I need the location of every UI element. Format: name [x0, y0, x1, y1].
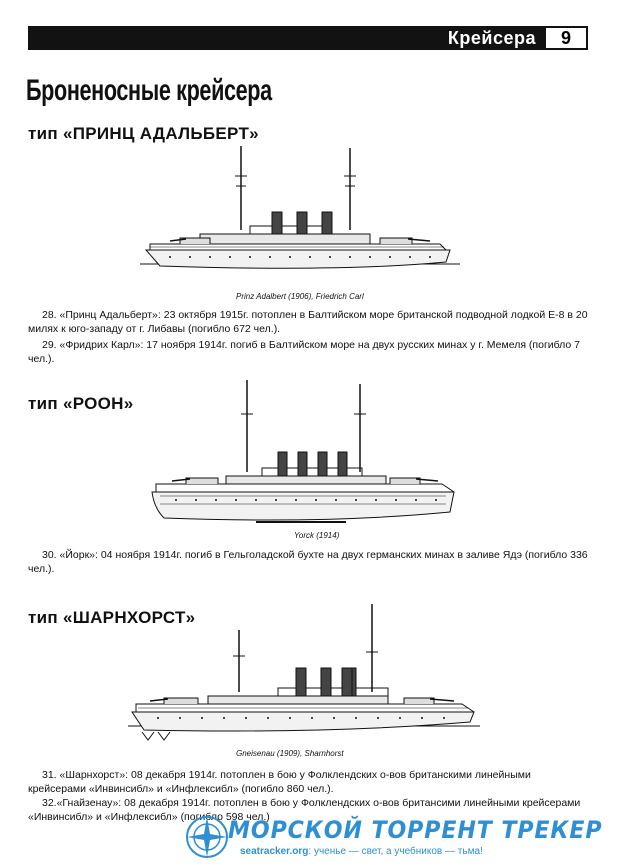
ship-drawing-gneisenau [128, 604, 480, 741]
watermark-title: МОРСКОЙ ТОРРЕНТ ТРЕКЕР [228, 816, 603, 844]
page-number: 9 [546, 28, 586, 48]
header-title: Крейсера [447, 28, 536, 48]
section-title: Броненосные крейсера [26, 74, 272, 107]
paragraph-29: 29. «Фридрих Карл»: 17 ноября 1914г. пог… [28, 339, 581, 365]
watermark: МОРСКОЙ ТОРРЕНТ ТРЕКЕР seatracker.org: у… [140, 812, 610, 868]
paragraph-31: 31. «Шарнхорст»: 08 декабря 1914г. потоп… [28, 769, 531, 795]
paragraph-30: 30. «Йорк»: 04 ноября 1914г. погиб в Гел… [28, 549, 588, 575]
ship-drawing-prinz-adalbert [140, 146, 460, 269]
watermark-site-link[interactable]: seatracker.org [240, 846, 309, 857]
watermark-slogan: : ученье — свет, а учебников — тьма! [308, 846, 483, 857]
type-heading-scharnhorst: тип «ШАРНХОРСТ» [28, 608, 196, 627]
ship-caption-gneisenau: Gneisenau (1909), Sharnhorst [236, 749, 344, 758]
compass-logo-icon [186, 816, 228, 858]
paragraph-28: 28. «Принц Адальберт»: 23 октября 1915г.… [28, 309, 588, 335]
ship-drawing-yorck [151, 380, 455, 523]
ship-caption-yorck: Yorck (1914) [294, 531, 340, 540]
page-header-bar: Крейсера 9 [28, 26, 588, 50]
watermark-subtitle: seatracker.org: ученье — свет, а учебник… [240, 846, 483, 857]
type-heading-prinz-adalbert: тип «ПРИНЦ АДАЛЬБЕРТ» [28, 124, 259, 143]
paragraph-32: 32.«Гнайзенау»: 08 декабря 1914г. потопл… [28, 797, 581, 823]
ship-caption-prinz-adalbert: Prinz Adalbert (1906), Friedrich Carl [236, 292, 364, 301]
type-heading-roon: тип «РООН» [28, 394, 134, 413]
